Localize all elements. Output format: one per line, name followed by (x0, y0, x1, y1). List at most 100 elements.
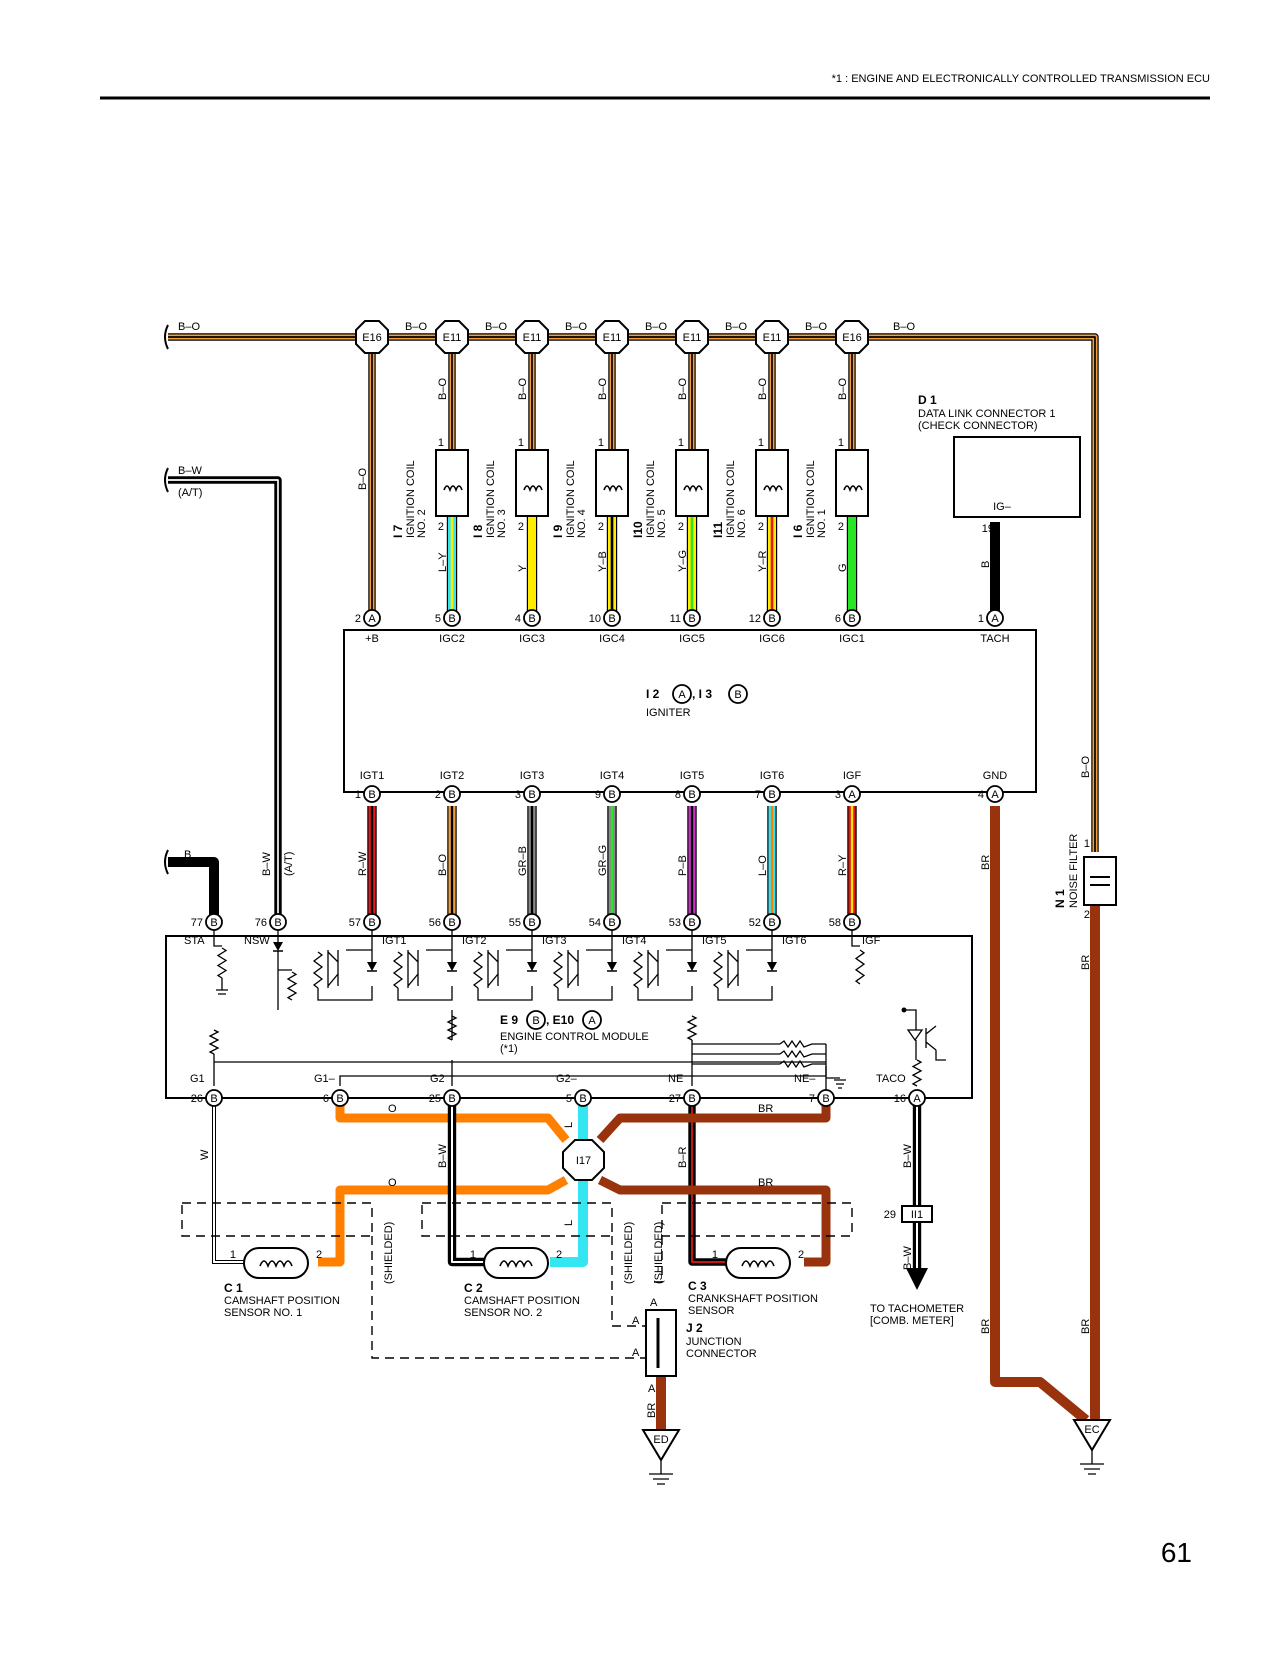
coil-name: IGNITION COIL (725, 460, 737, 538)
ecm-bottom-pin-number: 6 (323, 1093, 329, 1105)
diode-icon (447, 962, 457, 971)
ne-resistor-icon (779, 1039, 826, 1049)
coil-signal-label: Y–B (597, 551, 609, 572)
coil-number: NO. 5 (656, 509, 668, 538)
pin-letter: B (688, 613, 695, 625)
sensor-name: CRANKSHAFT POSITION (688, 1293, 818, 1305)
igniter-top-pin-number: 12 (749, 613, 761, 625)
nsw-line (277, 930, 292, 1010)
sensor-coil-icon (741, 1260, 775, 1269)
ecm-code-b-circle (582, 1010, 602, 1030)
wire-break-icon (164, 324, 169, 350)
junction-connector-j2 (645, 1309, 677, 1377)
pin-letter: B (448, 917, 455, 929)
coil-name: IGNITION COIL (565, 460, 577, 538)
ecm-bottom-pin-number: 27 (669, 1093, 681, 1105)
coil-body (515, 449, 549, 517)
sta-ground-icon (213, 930, 228, 995)
resistor-icon (286, 971, 298, 1001)
i17-label: I17 (576, 1155, 591, 1167)
igniter-ecm-label: B–O (437, 854, 449, 876)
gnd-wire (990, 806, 1090, 1424)
sensor-pin2: 2 (316, 1249, 322, 1261)
ecm-top-pin-name: NSW (244, 935, 270, 947)
coil-code: I 9 (551, 524, 565, 538)
pin-letter: B (210, 1093, 217, 1105)
tachometer-connector-label: II1 (911, 1209, 923, 1221)
coil-winding-icon (443, 485, 463, 493)
pin-circle (363, 609, 381, 627)
br-wire-upper (596, 1096, 831, 1144)
tachometer-label: TO TACHOMETER (870, 1303, 964, 1315)
ecm-top-pin-name: IGT2 (462, 935, 486, 947)
ecm-top-pin-name: IGF (862, 935, 881, 947)
pin-letter: B (688, 789, 695, 801)
pin-letter: B (528, 789, 535, 801)
ecm-top-pin-number: 76 (255, 917, 267, 929)
ground-ec-symbol (1080, 1450, 1104, 1475)
igniter-top-pin-number: 5 (435, 613, 441, 625)
igniter-bottom-pin-name: IGT1 (360, 770, 384, 782)
ecm-ground-icon (825, 1044, 846, 1090)
pin-letter: A (991, 789, 999, 801)
coil-signal-label: Y–R (757, 551, 769, 572)
pin-circle (763, 785, 781, 803)
coil-name: IGNITION COIL (405, 460, 417, 538)
driver-return (477, 986, 533, 1001)
igniter-top-pin-name: IGC3 (519, 633, 545, 645)
igniter-bottom-pin-number: 8 (675, 789, 681, 801)
diode-icon (687, 962, 697, 971)
pin-letter: B (448, 1093, 455, 1105)
br-wire-lower (597, 1175, 831, 1267)
igniter-ecm-label: R–Y (837, 854, 849, 876)
bus-connector (355, 320, 389, 354)
junction-pin-a1: A (650, 1297, 658, 1309)
bus-connector-label: E11 (683, 332, 702, 344)
ground-ed-label: ED (653, 1434, 668, 1446)
shielded-label: (SHIELDED) (623, 1222, 635, 1284)
dlc-pin-name: IG– (993, 501, 1012, 513)
diode-icon (273, 942, 283, 951)
coil-body (435, 449, 469, 517)
driver-return (637, 986, 693, 1001)
pin-letter: B (688, 917, 695, 929)
ne-resistor-icon (779, 1049, 826, 1059)
bus-connector (595, 320, 629, 354)
driver-line (506, 930, 533, 951)
pin-letter: A (991, 613, 999, 625)
pin-letter: B (768, 789, 775, 801)
taco-node (901, 1007, 907, 1013)
ecm-code-a-letter: B (532, 1015, 539, 1027)
sensor-body (725, 1247, 791, 1279)
igniter-ecm-label: GR–G (597, 845, 609, 876)
igniter-pins: A2+BB5IGC2B4IGC3B10IGC4B11IGC5B12IGC6B6I… (355, 609, 1010, 803)
g2-b-w-wire (447, 1096, 484, 1267)
ground-ec-icon (1072, 1419, 1112, 1452)
pin-letter: B (368, 917, 375, 929)
igniter-bottom-pin-name: GND (983, 770, 1008, 782)
bus-label: B–O (645, 321, 667, 333)
ecm-top-pin-number: 58 (829, 917, 841, 929)
tachometer-sublabel: [COMB. METER] (870, 1315, 954, 1327)
ecm-box (165, 935, 973, 1099)
header-note: *1 : ENGINE AND ELECTRONICALLY CONTROLLE… (832, 73, 1210, 85)
igniter-bottom-pin-number: 4 (978, 789, 984, 801)
diode-icon (767, 962, 777, 971)
junction-pin-a2: A (632, 1315, 640, 1327)
resistor-icon (208, 1029, 220, 1055)
igniter-bottom-pin-number: 9 (595, 789, 601, 801)
tach-wire-label: B (980, 561, 992, 568)
igniter-code-a-circle (672, 684, 692, 704)
pin-circle (683, 785, 701, 803)
ecm-top-pin-number: 56 (429, 917, 441, 929)
ne-resistor-icon (779, 1059, 826, 1069)
ecm-top-pin-number: 53 (669, 917, 681, 929)
bus-connector (515, 320, 549, 354)
ecm-code-b-letter: A (588, 1015, 596, 1027)
gnd-wire-label: BR (980, 1319, 992, 1334)
ne-b-r-label: B–R (677, 1147, 689, 1168)
b-w-vertical-label: B–W (261, 852, 273, 876)
igniter-ecm-label: GR–B (517, 846, 529, 876)
igniter-top-pin-number: 11 (670, 613, 681, 625)
